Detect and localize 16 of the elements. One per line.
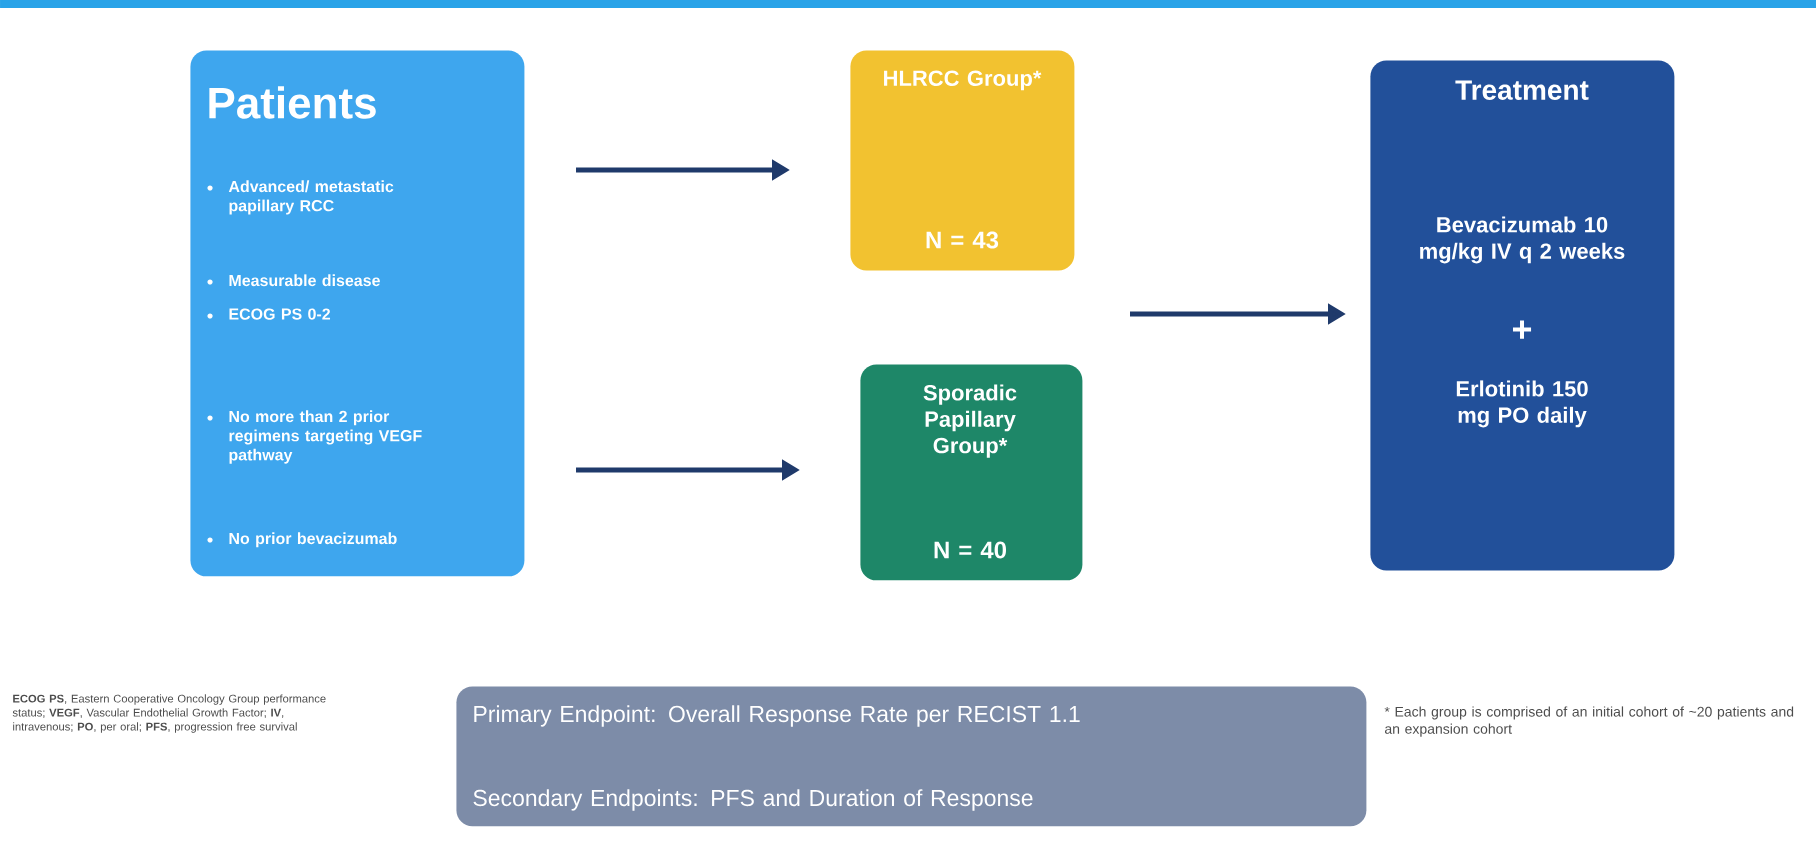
endpoint-text: Secondary Endpoints: PFS and Duration of Response	[473, 789, 1033, 811]
box-text: N = 43	[926, 231, 999, 249]
endpoint-text: Primary Endpoint: Overall Response Rate per RECIST 1.1	[474, 705, 1080, 727]
box-heading: Treatment	[1455, 80, 1589, 100]
bullet-text: No more than 2 prior regimens targeting VEGF pathway	[229, 410, 422, 464]
box-heading: HLRCC Group*	[884, 70, 1042, 91]
box-text: Erlotinib 150 mg PO daily	[1456, 380, 1588, 428]
bullet-text: Measurable disease	[229, 274, 380, 287]
box-heading: Sporadic Papillary Group*	[923, 384, 1017, 458]
bullet-text: No prior bevacizumab	[229, 532, 397, 548]
bullet-text: Advanced/ metastatic papillary RCC	[228, 180, 394, 215]
box-heading: Patients	[209, 86, 376, 119]
bullet-text: ECOG PS 0-2	[229, 308, 330, 320]
box-text: Bevacizumab 10 mg/kg IV q 2 weeks	[1420, 216, 1625, 264]
box-text: N = 40	[934, 541, 1006, 559]
box-text: +	[1513, 320, 1532, 339]
